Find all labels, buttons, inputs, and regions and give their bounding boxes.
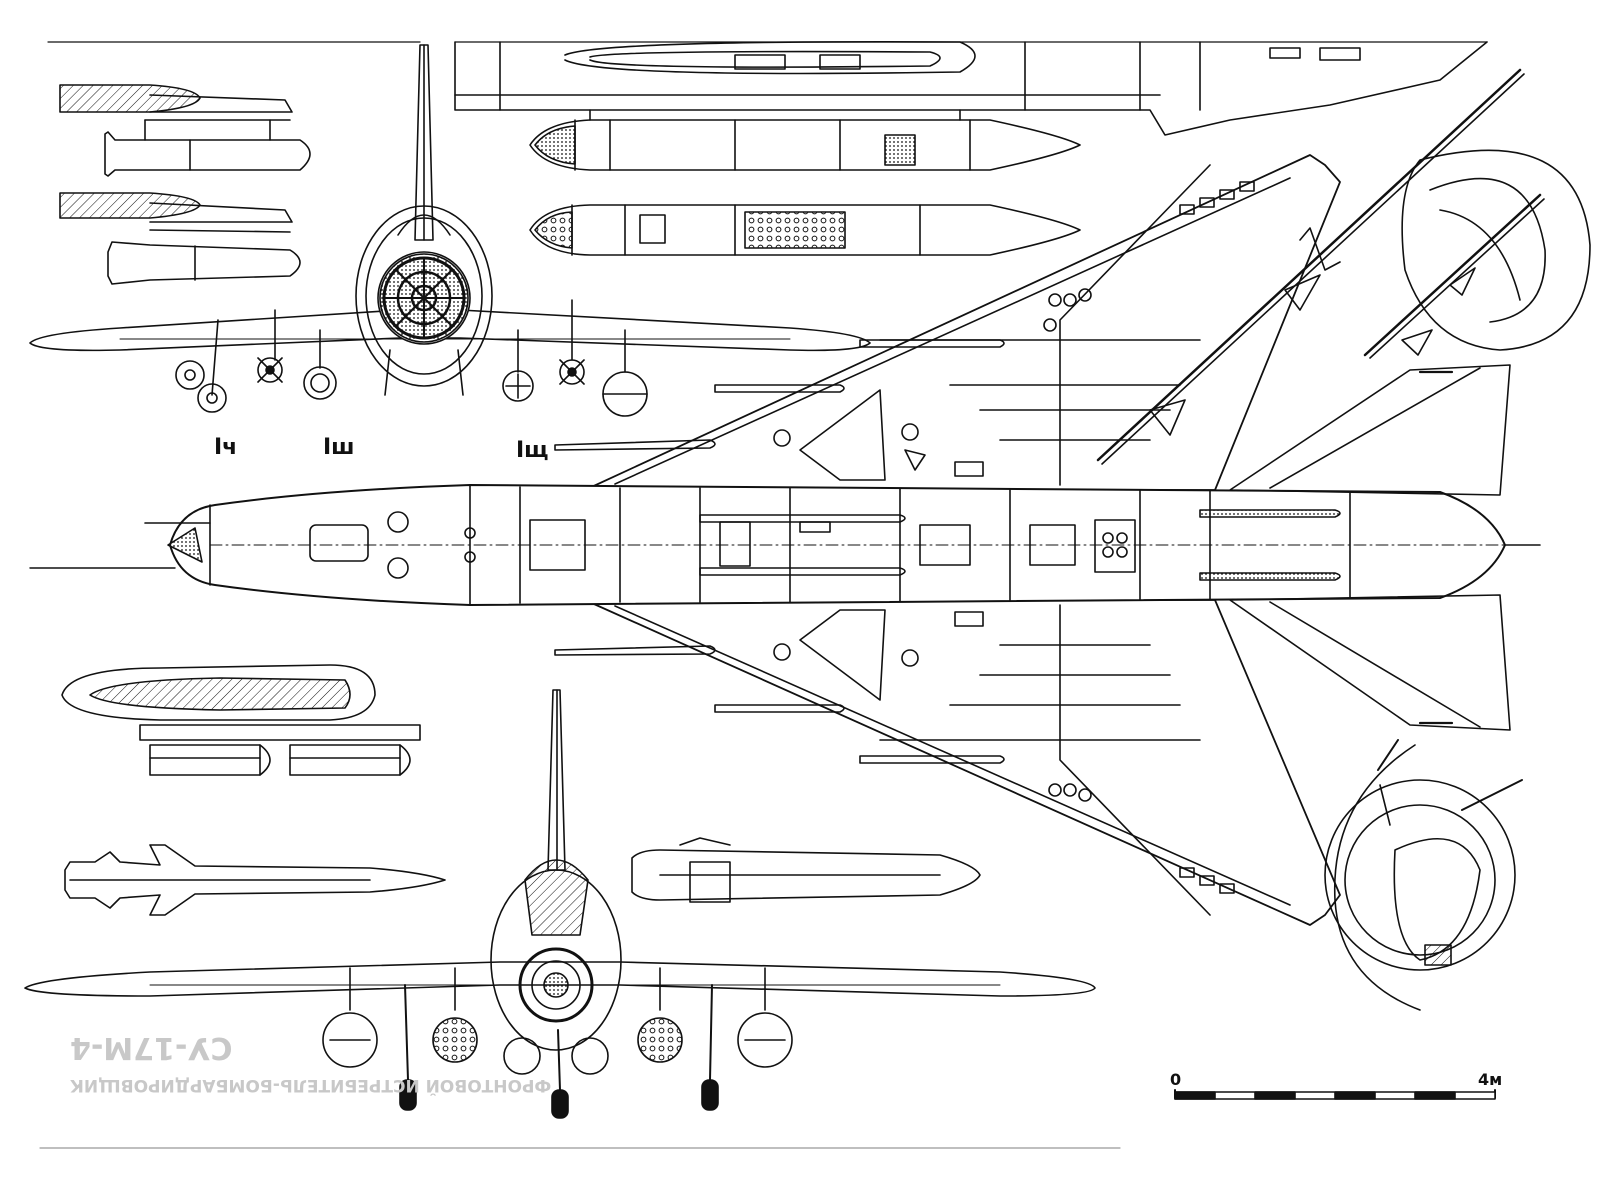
frame-lines <box>39 41 1488 1149</box>
pylon-store-top-1 <box>59 84 311 177</box>
drop-tank-2 <box>529 204 1081 256</box>
planform-top-view <box>29 154 1541 926</box>
side-view-fuselage-strip <box>454 40 1488 136</box>
section-label-chi: Iч <box>214 435 238 460</box>
front-view-loaded <box>24 689 1096 1119</box>
intake-detail-lower <box>1324 739 1523 1011</box>
missile-side-center <box>631 837 981 903</box>
scale-bar <box>1174 1089 1496 1100</box>
scale-bar-end-label: 4м <box>1478 1070 1503 1089</box>
front-view-clean <box>29 44 871 417</box>
bomb-rack-store <box>61 664 421 776</box>
intake-detail-upper <box>1401 149 1591 351</box>
bleed-through-model: СУ-17М-4 <box>70 1030 233 1065</box>
diagonal-missile-short <box>1363 193 1545 359</box>
missile-side-left <box>64 844 446 916</box>
pylon-store-top-2 <box>59 192 301 285</box>
section-label-shcha: Iщ <box>516 438 549 463</box>
bleed-through-caption: ФРОНТОВОЙ ИСТРЕБИТЕЛЬ-БОМБАРДИРОВЩИК <box>70 1075 552 1095</box>
section-label-sha: Iш <box>323 435 355 460</box>
drop-tank-1 <box>529 109 1081 171</box>
scale-bar-start-label: 0 <box>1170 1070 1182 1089</box>
diagonal-missile-long <box>1096 68 1525 465</box>
